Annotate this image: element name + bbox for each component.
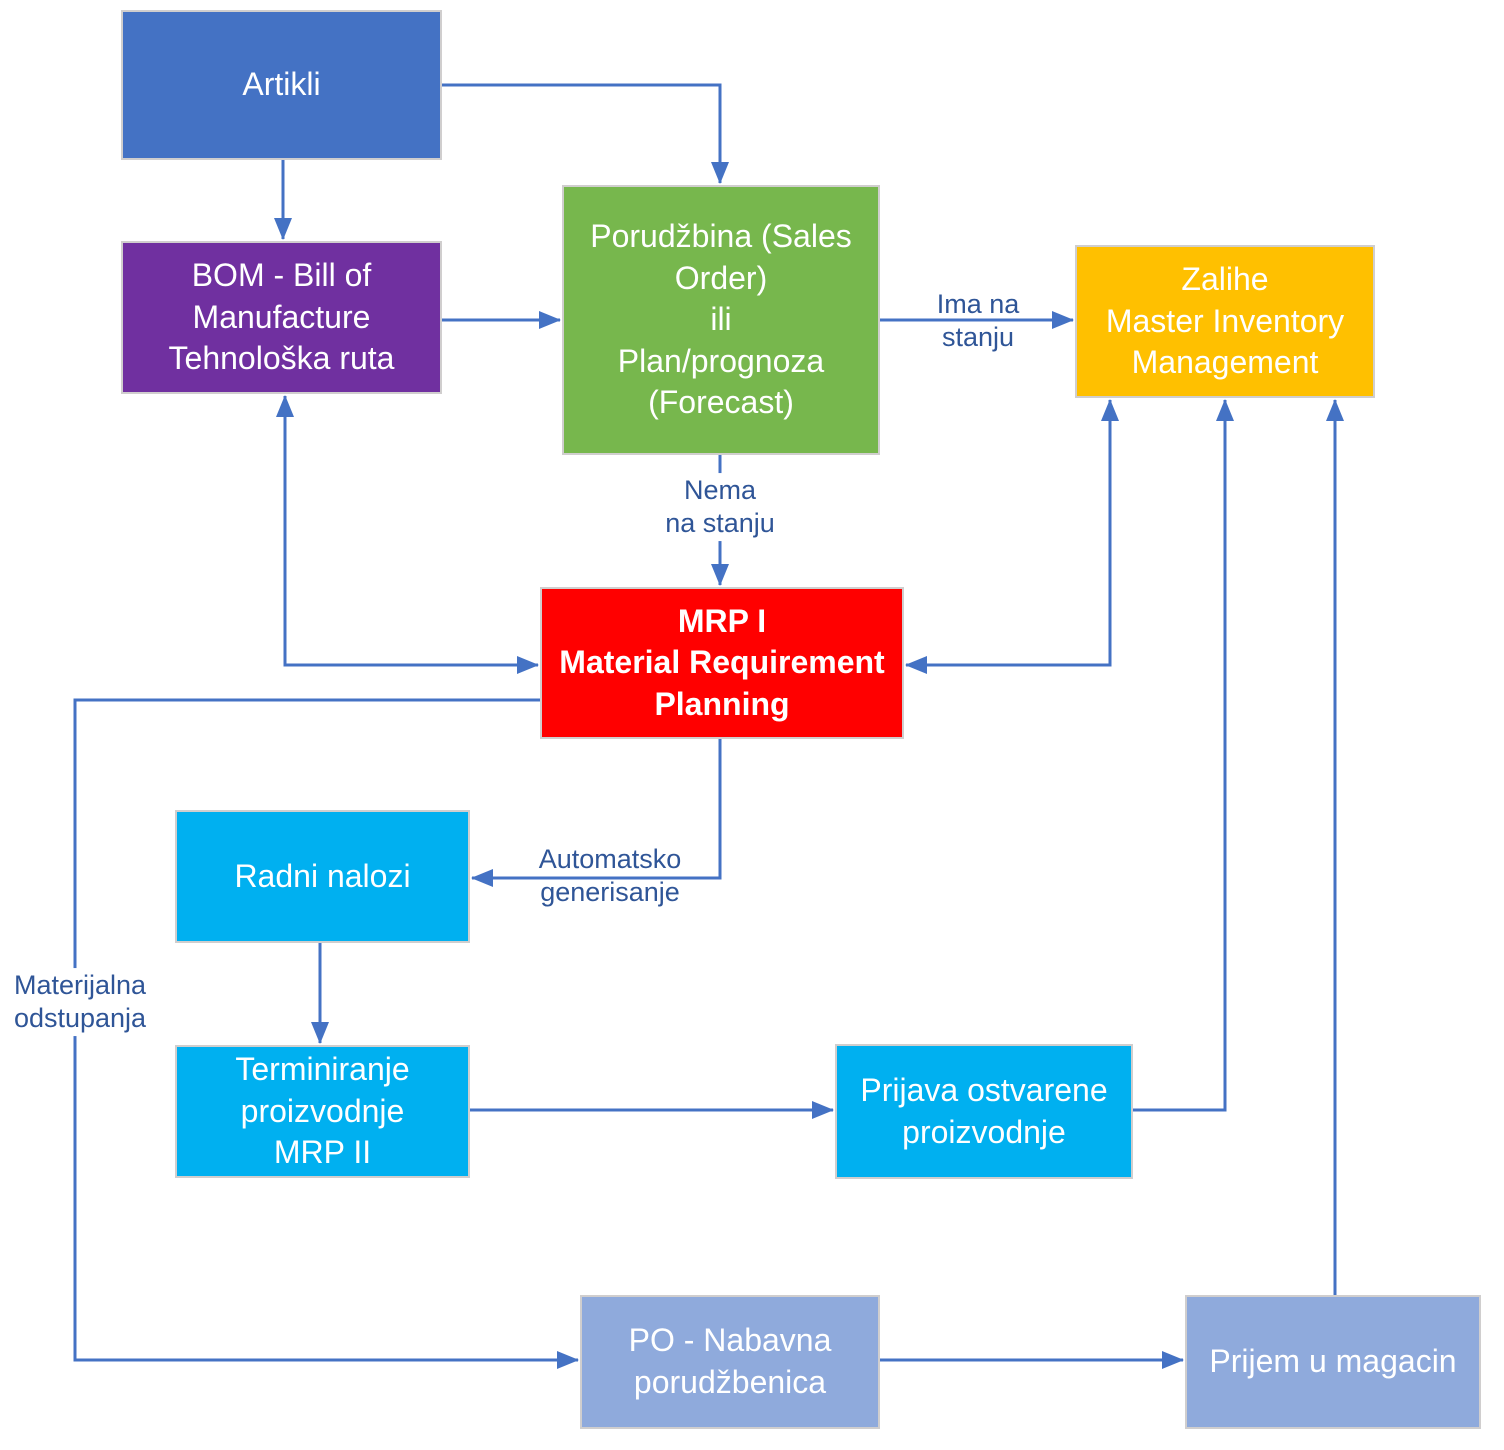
arrow-artikli-to-porudzbina <box>442 83 729 184</box>
arrow-mrp1-to-radni-nalozi <box>471 739 722 887</box>
node-radni-nalozi: Radni nalozi <box>175 810 470 943</box>
node-prijava: Prijava ostvarene proizvodnje <box>835 1044 1133 1179</box>
node-porudzbina-label: Porudžbina (Sales Order) ili Plan/progno… <box>590 218 852 421</box>
node-mrp1-label: MRP I Material Requirement Planning <box>559 602 885 722</box>
node-bom: BOM - Bill of Manufacture Tehnološka rut… <box>121 241 442 394</box>
edge-label-automatsko-generisanje: Automatsko generisanje <box>538 844 682 907</box>
arrow-zalihe-mrp1-bidirectional <box>905 399 1119 674</box>
node-prijem-label: Prijem u magacin <box>1209 1343 1457 1380</box>
node-zalihe-label: Zalihe Master Inventory Management <box>1105 261 1345 381</box>
edge-label-ima-na-stanju: Ima na stanju <box>936 289 1020 352</box>
node-mrp1: MRP I Material Requirement Planning <box>540 587 904 739</box>
node-po: PO - Nabavna porudžbenica <box>580 1295 880 1429</box>
node-radni-nalozi-label: Radni nalozi <box>234 857 411 894</box>
node-po-label: PO - Nabavna porudžbenica <box>628 1322 832 1400</box>
node-prijava-label: Prijava ostvarene proizvodnje <box>860 1071 1108 1150</box>
node-terminiranje: Terminiranje proizvodnje MRP II <box>175 1045 470 1178</box>
node-artikli: Artikli <box>121 10 442 160</box>
arrow-prijava-to-zalihe <box>1133 399 1234 1112</box>
node-zalihe: Zalihe Master Inventory Management <box>1075 245 1375 398</box>
node-prijem: Prijem u magacin <box>1185 1295 1481 1429</box>
node-artikli-label: Artikli <box>242 66 321 103</box>
node-porudzbina: Porudžbina (Sales Order) ili Plan/progno… <box>562 185 880 455</box>
arrow-bom-mrp1-bidirectional <box>276 395 539 674</box>
node-bom-label: BOM - Bill of Manufacture Tehnološka rut… <box>168 257 395 377</box>
edge-label-nema-na-stanju: Nema na stanju <box>660 473 780 541</box>
edge-label-materijalna-odstupanja: Materijalna odstupanja <box>8 968 152 1036</box>
node-terminiranje-label: Terminiranje proizvodnje MRP II <box>235 1051 410 1171</box>
